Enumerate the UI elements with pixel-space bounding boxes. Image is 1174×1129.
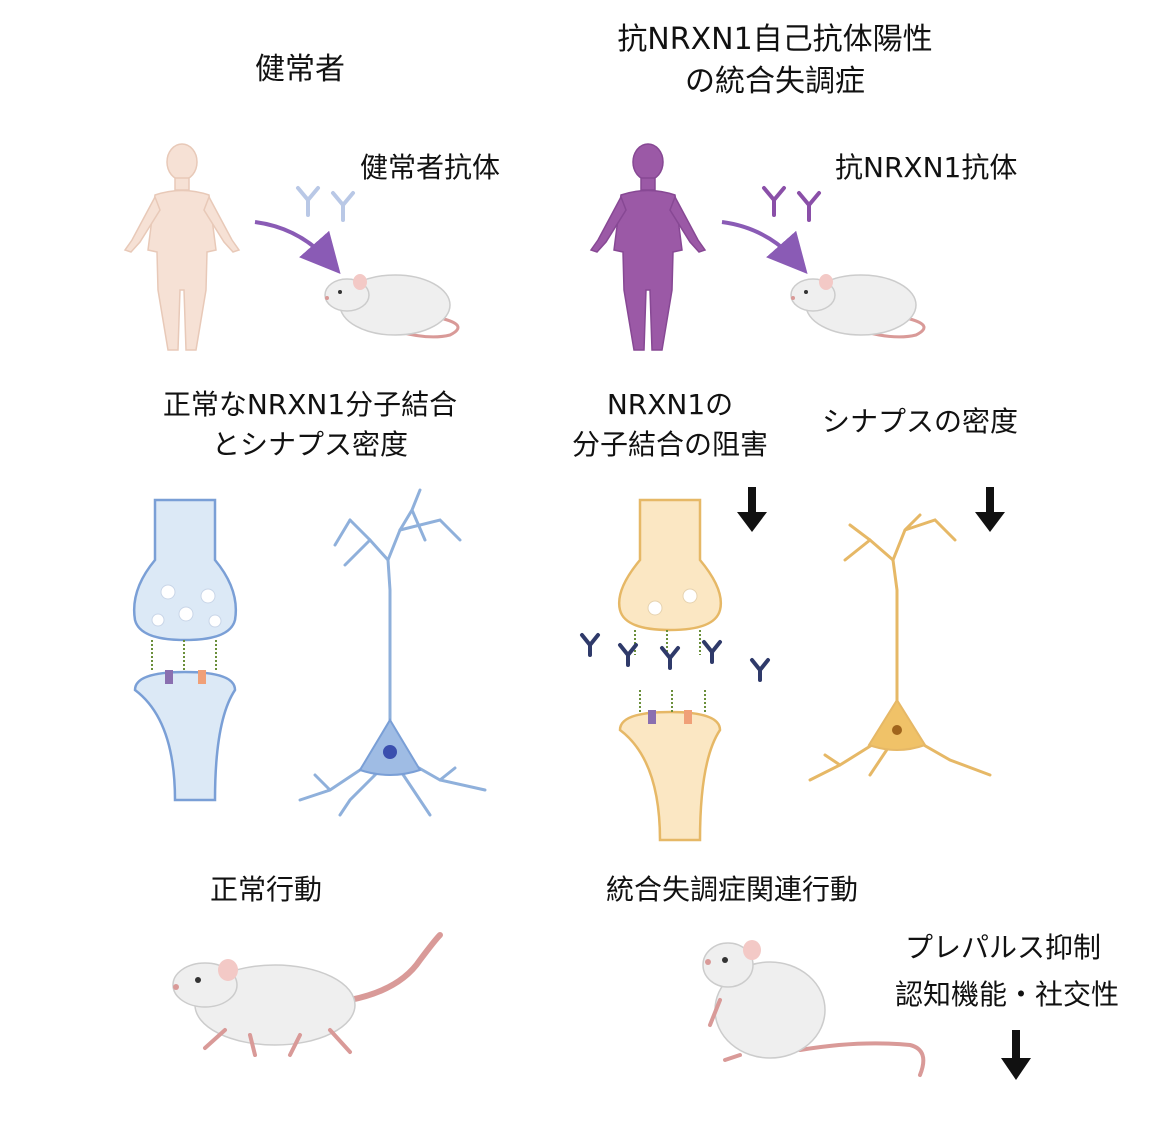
normal-binding-line1: 正常なNRXN1分子結合 (162, 388, 458, 421)
patient-neuron-nucleus (892, 725, 902, 735)
patient-antibody-label: 抗NRXN1抗体 (835, 151, 1018, 184)
patient-human-figure (589, 143, 707, 351)
down-arrow-behavior (1001, 1030, 1031, 1080)
patient-neuron (808, 513, 992, 782)
healthy-antibody-icon (296, 186, 355, 222)
patient-synapse (617, 498, 723, 842)
normal-behavior-mouse (172, 932, 443, 1057)
down-arrow-density (975, 487, 1005, 532)
blocking-antibodies (580, 633, 770, 682)
healthy-neuron-nucleus (383, 745, 397, 759)
synapse-density-label: シナプスの密度 (822, 405, 1019, 438)
cognition-social-label: 認知機能・社交性 (895, 978, 1120, 1011)
healthy-antibody-label: 健常者抗体 (360, 151, 501, 184)
healthy-synapse (133, 498, 237, 802)
schizophrenia-behavior-mouse (702, 940, 926, 1077)
healthy-transfer-arrow (254, 220, 341, 274)
patient-antibody-icon (762, 186, 821, 222)
schizophrenia-behavior-label: 統合失調症関連行動 (606, 873, 859, 906)
healthy-human-figure (123, 143, 241, 351)
recipient-mouse-healthy (324, 274, 460, 339)
blocked-binding-line2: 分子結合の阻害 (571, 428, 768, 461)
healthy-neuron (298, 488, 487, 817)
patient-transfer-arrow (721, 220, 808, 274)
normal-binding-line2: とシナプス密度 (211, 428, 408, 461)
recipient-mouse-patient (790, 274, 926, 339)
normal-behavior-label: 正常行動 (210, 873, 323, 906)
patient-title-line2: の統合失調症 (685, 64, 865, 99)
down-arrow-binding (737, 487, 767, 532)
healthy-title: 健常者 (255, 52, 345, 87)
blocked-binding-line1: NRXN1の (606, 388, 734, 421)
ppi-label: プレパルス抑制 (905, 931, 1102, 964)
patient-title-line1: 抗NRXN1自己抗体陽性 (617, 22, 933, 57)
